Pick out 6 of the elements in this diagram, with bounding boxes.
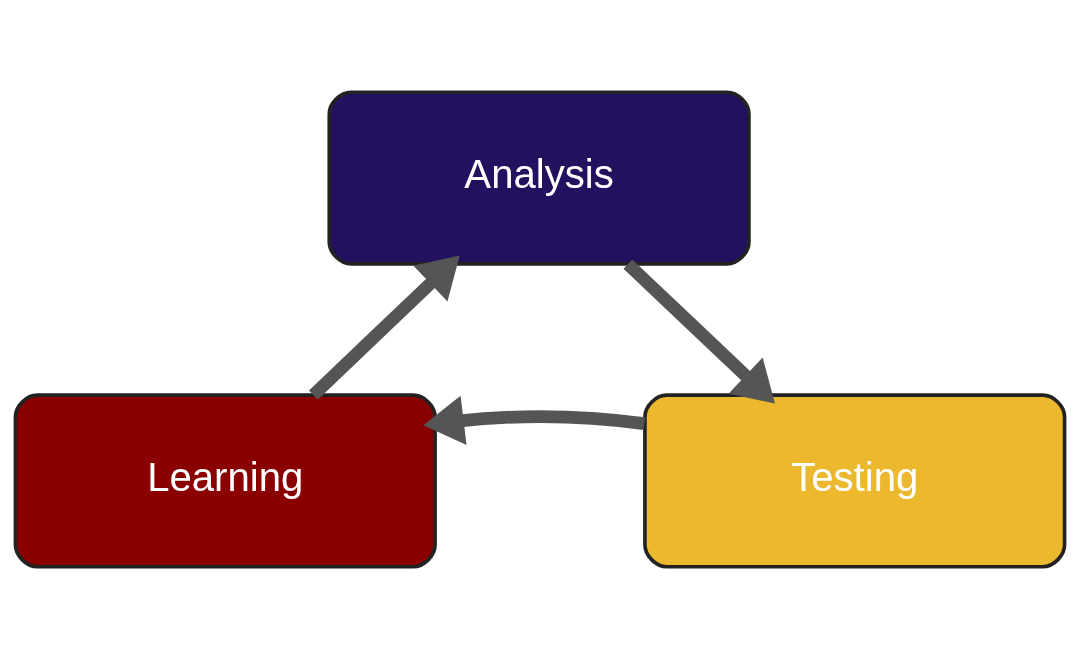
arrow — [308, 255, 460, 400]
node-box: Learning — [13, 392, 437, 569]
node-box: Testing — [643, 392, 1067, 569]
node-box: Analysis — [327, 89, 751, 266]
arrow — [623, 258, 775, 403]
arrow — [423, 395, 646, 445]
